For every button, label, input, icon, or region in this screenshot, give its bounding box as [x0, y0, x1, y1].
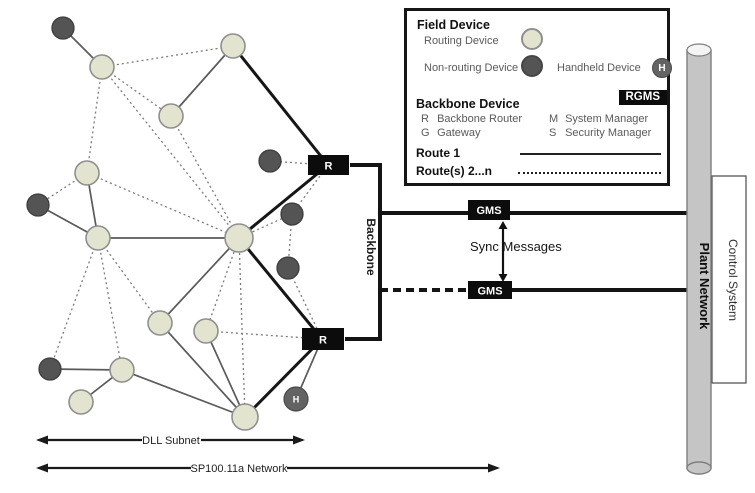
routing-device-node [68, 389, 94, 415]
link-D5-RB-dashed [287, 267, 323, 340]
abbrev-key-g: G [421, 127, 430, 139]
legend-abbrev-security-manager: S Security Manager [549, 127, 651, 139]
dll-subnet-arrow: DLL Subnet [36, 435, 305, 447]
routing-device-node [220, 33, 246, 59]
link-L6-D6-dashed [49, 237, 99, 370]
legend-routing-device-label: Routing Device [424, 35, 499, 47]
routing-device-node [158, 103, 184, 129]
plant-network-bar-top-cap [686, 43, 712, 57]
link-L6-L9-dashed [97, 237, 123, 371]
abbrev-key-s: S [549, 127, 557, 139]
nonrouting-device-node [26, 193, 50, 217]
link-L2-L3-solid [170, 45, 234, 117]
sync-arrow-up-head [498, 221, 508, 229]
link-L1-L2-dashed [101, 45, 234, 68]
link-L6-L7-dashed [97, 237, 161, 324]
plant-network-bar-bottom-cap [686, 461, 712, 475]
handheld-device-icon: H [652, 58, 672, 78]
legend-route1-label: Route 1 [416, 146, 461, 160]
plant-network-bar [686, 49, 712, 469]
backbone-trunk-line [345, 163, 382, 341]
legend-field-device-title: Field Device [417, 18, 490, 32]
link-L7-L11-solid [159, 322, 246, 418]
dll-subnet-mesh: H [26, 16, 330, 431]
dll-subnet-label: DLL Subnet [142, 435, 200, 447]
link-L1-L4-dashed [86, 66, 103, 174]
route2-line-sample [518, 172, 661, 174]
plant-network-label: Plant Network [697, 243, 712, 330]
control-system-box [711, 175, 747, 384]
link-L5-RB-route1 [237, 237, 324, 340]
nonrouting-device-node [51, 16, 75, 40]
abbrev-desc-backbone-router: Backbone Router [437, 113, 523, 125]
link-L9-L11-solid [121, 369, 246, 418]
legend-abbrev-system-manager: M System Manager [549, 113, 648, 125]
link-L5-L8-dashed [205, 237, 240, 332]
dll-arrow-left-head [36, 435, 48, 445]
link-RT-L5-route1 [238, 163, 329, 240]
nonrouting-device-node [276, 256, 300, 280]
routing-device-node [147, 310, 173, 336]
legend-handheld-device-label: Handheld Device [557, 62, 641, 74]
routing-device-node [74, 160, 100, 186]
abbrev-desc-security-manager: Security Manager [565, 127, 652, 139]
control-system-label: Control System [726, 239, 740, 321]
backbone-router-bottom-box [302, 328, 344, 350]
route1-line-sample [520, 153, 661, 155]
sp100-network-label: SP100.11a Network [190, 463, 288, 475]
nonrouting-device-node [280, 202, 304, 226]
link-L1-L5-dashed [101, 66, 240, 239]
sp100-arrow-left-head [36, 463, 48, 473]
legend-abbrev-gateway: G Gateway [421, 127, 480, 139]
plant-network-group: Plant Network [686, 43, 712, 475]
legend-nonrouting-device-label: Non-routing Device [424, 62, 519, 74]
sp100-arrow-right-head [488, 463, 500, 473]
control-system-group: Control System [711, 175, 747, 384]
backbone-router-top-label: R [325, 161, 333, 173]
abbrev-desc-system-manager: System Manager [565, 113, 649, 125]
legend-box: Field Device Routing Device Non-routing … [404, 8, 672, 186]
link-L4-L5-dashed [86, 172, 240, 239]
gateway-group: GMS GMS Sync Messages [468, 200, 562, 299]
link-L2-RT-route1 [231, 45, 330, 166]
nonrouting-device-node [38, 357, 62, 381]
backbone-router-top-box [308, 155, 349, 175]
gms-top-box [468, 200, 510, 220]
rgms-badge: RGMS [618, 90, 667, 105]
routing-device-node [85, 225, 111, 251]
legend-abbrev-backbone-router: R Backbone Router [421, 113, 522, 125]
gms-bottom-box [468, 281, 512, 299]
nonrouting-device-icon [521, 55, 543, 77]
handheld-device-node [283, 386, 309, 412]
abbrev-key-r: R [421, 113, 429, 125]
routing-device-node [193, 318, 219, 344]
legend-route2-label: Route(s) 2...n [416, 164, 493, 178]
link-L5-L11-dashed [238, 237, 246, 418]
routing-device-node [89, 54, 115, 80]
routing-device-node [231, 403, 259, 431]
backbone-router-bottom-label: R [319, 335, 327, 347]
handheld-node-label: H [293, 395, 300, 405]
link-L11-RB-route1 [243, 337, 324, 419]
gms-bottom-label: GMS [477, 286, 502, 298]
backbone-group: Backbone R R [302, 155, 687, 350]
nonrouting-device-node [258, 149, 282, 173]
sp100-network-arrow: SP100.11a Network [36, 463, 500, 475]
abbrev-key-m: M [549, 113, 559, 125]
link-L8-L11-solid [205, 330, 246, 418]
sync-messages-label: Sync Messages [470, 239, 562, 254]
routing-device-node [109, 357, 135, 383]
link-L1-L3-dashed [101, 66, 172, 117]
gms-top-label: GMS [476, 205, 501, 217]
legend-backbone-device-title: Backbone Device [416, 97, 520, 111]
abbrev-desc-gateway: Gateway [437, 127, 481, 139]
link-L3-L5-dashed [170, 115, 240, 239]
routing-device-icon [521, 28, 543, 50]
sync-arrow-down-head [498, 274, 508, 282]
routing-device-node [224, 223, 254, 253]
link-L5-L7-solid [159, 237, 240, 324]
backbone-label: Backbone [364, 218, 378, 276]
dll-arrow-right-head [293, 435, 305, 445]
